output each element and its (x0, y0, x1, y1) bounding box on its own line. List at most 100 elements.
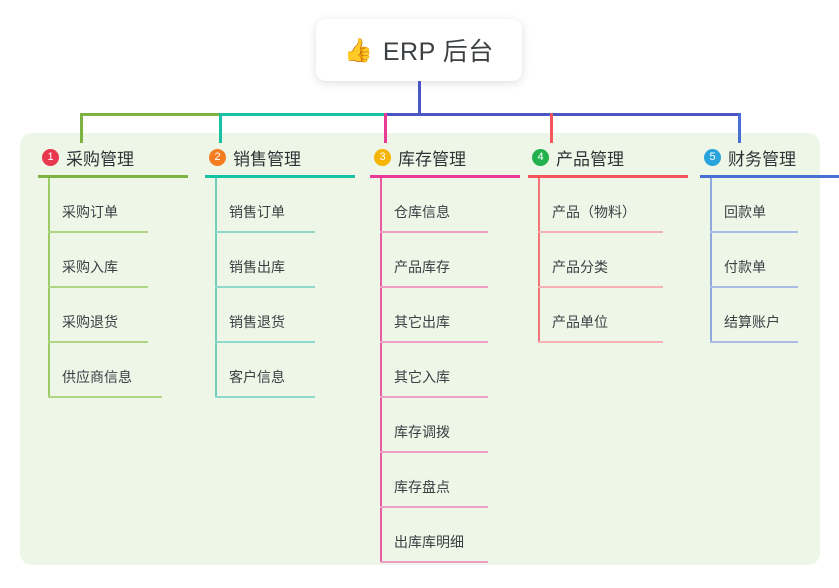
list-item-label: 销售订单 (229, 204, 285, 220)
list-item-rule (710, 341, 798, 343)
list-item-rule (215, 286, 315, 288)
list-item-rule (380, 451, 488, 453)
connector-trunk (418, 81, 421, 113)
list-item[interactable]: 客户信息 (215, 343, 355, 398)
list-item[interactable]: 结算账户 (710, 288, 839, 343)
branch-item-list-2: 销售订单销售出库销售退货客户信息 (205, 178, 355, 398)
list-item[interactable]: 其它出库 (380, 288, 520, 343)
branch-column-3: 3 库存管理仓库信息产品库存其它出库其它入库库存调拨库存盘点出库库明细 (370, 145, 520, 563)
connector-drop-4 (550, 113, 553, 143)
branch-column-2: 2 销售管理销售订单销售出库销售退货客户信息 (205, 145, 355, 398)
list-item-rule (380, 341, 488, 343)
list-item-label: 采购入库 (62, 259, 118, 275)
list-item[interactable]: 销售订单 (215, 178, 355, 233)
branch-item-list-3: 仓库信息产品库存其它出库其它入库库存调拨库存盘点出库库明细 (370, 178, 520, 563)
branch-title-4: 产品管理 (556, 149, 624, 169)
list-item-rule (215, 341, 315, 343)
connector-bus-segment-3 (384, 113, 741, 116)
diagram-panel (20, 133, 820, 565)
list-item[interactable]: 采购退货 (48, 288, 188, 343)
list-item[interactable]: 出库库明细 (380, 508, 520, 563)
list-item[interactable]: 产品库存 (380, 233, 520, 288)
list-item-rule (48, 341, 148, 343)
list-item-label: 出库库明细 (394, 534, 464, 550)
branch-header-rule-5 (700, 175, 839, 178)
branch-item-list-4: 产品（物料） 产品分类产品单位 (528, 178, 688, 343)
list-item[interactable]: 产品分类 (538, 233, 688, 288)
list-item-rule (538, 286, 663, 288)
list-item-rule (538, 341, 663, 343)
list-item[interactable]: 销售出库 (215, 233, 355, 288)
list-item[interactable]: 供应商信息 (48, 343, 188, 398)
connector-drop-1 (80, 113, 83, 143)
list-item[interactable]: 回款单 (710, 178, 839, 233)
branch-badge-2: 2 (209, 148, 226, 166)
list-item[interactable]: 销售退货 (215, 288, 355, 343)
branch-item-list-1: 采购订单采购入库采购退货供应商信息 (38, 178, 188, 398)
list-item-rule (48, 396, 162, 398)
branch-title-3: 库存管理 (398, 149, 466, 169)
branch-header-rule-4 (528, 175, 688, 178)
branch-item-list-5: 回款单付款单结算账户 (700, 178, 839, 343)
list-item-label: 回款单 (724, 204, 766, 220)
list-item[interactable]: 库存盘点 (380, 453, 520, 508)
list-item-rule (710, 231, 798, 233)
connector-bus-segment-1 (80, 113, 219, 116)
list-item-label: 付款单 (724, 259, 766, 275)
list-item-rule (380, 231, 488, 233)
list-item-label: 采购订单 (62, 204, 118, 220)
list-item-label: 供应商信息 (62, 369, 132, 385)
list-item-rule (380, 561, 488, 563)
list-item-label: 库存盘点 (394, 479, 450, 495)
branch-spine-1 (48, 178, 50, 398)
list-item[interactable]: 仓库信息 (380, 178, 520, 233)
list-item-label: 销售退货 (229, 314, 285, 330)
branch-spine-5 (710, 178, 712, 343)
branch-header-rule-2 (205, 175, 355, 178)
list-item-rule (215, 231, 315, 233)
thumbs-up-icon: 👍 (344, 36, 373, 63)
branch-spine-2 (215, 178, 217, 398)
branch-header-2[interactable]: 2 销售管理 (205, 145, 355, 169)
list-item-rule (380, 506, 488, 508)
branch-header-5[interactable]: 5 财务管理 (700, 145, 839, 169)
list-item-label: 销售出库 (229, 259, 285, 275)
list-item-label: 产品（物料） (552, 204, 636, 220)
list-item-rule (538, 231, 663, 233)
connector-drop-5 (738, 113, 741, 143)
branch-title-1: 采购管理 (66, 149, 134, 169)
list-item-label: 产品库存 (394, 259, 450, 275)
branch-title-2: 销售管理 (233, 149, 301, 169)
branch-header-rule-1 (38, 175, 188, 178)
branch-badge-3: 3 (374, 148, 391, 166)
list-item-label: 其它出库 (394, 314, 450, 330)
branch-header-3[interactable]: 3 库存管理 (370, 145, 520, 169)
branch-column-5: 5 财务管理回款单付款单结算账户 (700, 145, 839, 343)
list-item[interactable]: 产品单位 (538, 288, 688, 343)
connector-drop-2 (219, 113, 222, 143)
list-item-label: 仓库信息 (394, 204, 450, 220)
list-item-rule (215, 396, 315, 398)
list-item[interactable]: 采购订单 (48, 178, 188, 233)
list-item[interactable]: 付款单 (710, 233, 839, 288)
list-item-label: 采购退货 (62, 314, 118, 330)
connector-drop-3 (384, 113, 387, 143)
list-item[interactable]: 采购入库 (48, 233, 188, 288)
list-item[interactable]: 其它入库 (380, 343, 520, 398)
branch-title-5: 财务管理 (728, 149, 796, 169)
list-item-label: 库存调拨 (394, 424, 450, 440)
root-node-erp-backend[interactable]: 👍 ERP 后台 (316, 19, 522, 81)
list-item-rule (380, 286, 488, 288)
list-item-label: 产品单位 (552, 314, 608, 330)
list-item-label: 客户信息 (229, 369, 285, 385)
list-item[interactable]: 产品（物料） (538, 178, 688, 233)
list-item-label: 其它入库 (394, 369, 450, 385)
branch-badge-5: 5 (704, 148, 721, 166)
branch-header-rule-3 (370, 175, 520, 178)
list-item-label: 结算账户 (724, 314, 780, 330)
list-item[interactable]: 库存调拨 (380, 398, 520, 453)
